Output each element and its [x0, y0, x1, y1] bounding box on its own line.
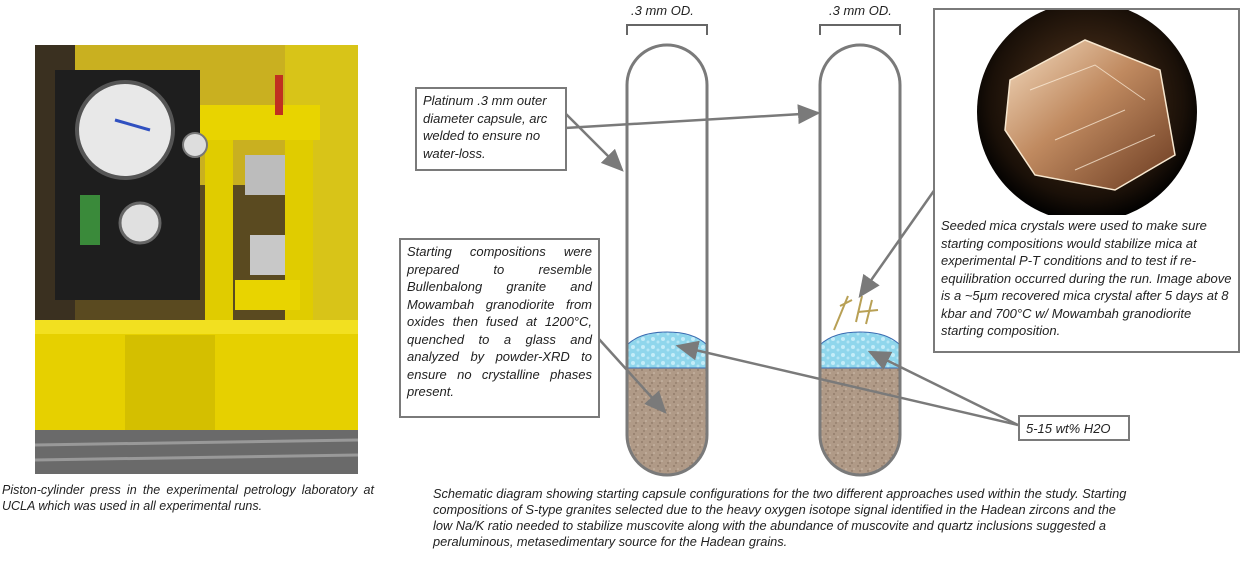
capsule-outline-left	[625, 43, 709, 477]
mica-crystals	[833, 295, 879, 331]
od-label-right: .3 mm OD.	[829, 3, 892, 18]
photo-caption: Piston-cylinder press in the experimenta…	[2, 483, 374, 513]
arrow-water-left	[675, 340, 1019, 427]
mica-micrograph	[977, 10, 1197, 215]
arrow-capsule-left	[564, 112, 624, 172]
arrow-composition	[597, 337, 667, 414]
arrow-water-right	[867, 350, 1019, 427]
od-bracket-left	[626, 24, 708, 35]
composition-callout: Starting compositions were prepared to r…	[399, 238, 600, 418]
press-photo	[35, 45, 358, 474]
powder-fill-right	[820, 360, 900, 475]
powder-fill-left	[627, 360, 707, 475]
schematic-caption: Schematic diagram showing starting capsu…	[433, 486, 1127, 549]
arrow-mica	[858, 184, 940, 299]
water-callout: 5-15 wt% H2O	[1018, 415, 1130, 441]
mica-callout: Seeded mica crystals were used to make s…	[933, 8, 1240, 353]
mica-callout-text: Seeded mica crystals were used to make s…	[941, 218, 1232, 338]
od-label-left: .3 mm OD.	[631, 3, 694, 18]
capsule-outline-right	[818, 43, 902, 477]
water-layer-right	[820, 331, 900, 369]
od-bracket-right	[819, 24, 901, 35]
capsule-callout: Platinum .3 mm outer diameter capsule, a…	[415, 87, 567, 171]
arrow-capsule-right	[564, 104, 821, 130]
